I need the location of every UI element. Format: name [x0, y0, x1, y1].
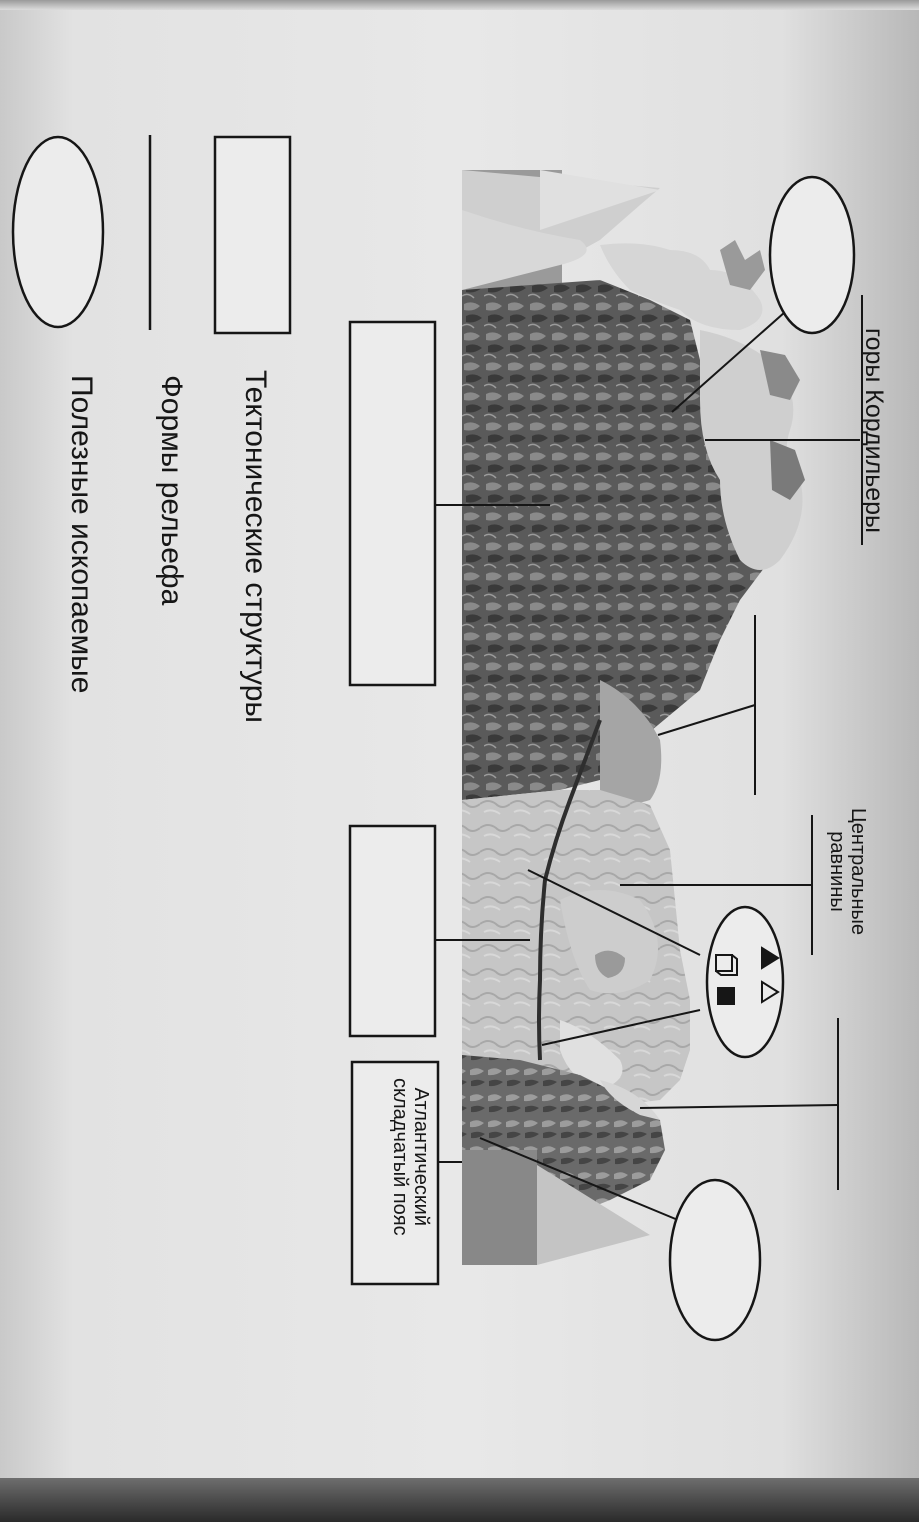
- legend-landforms-label: Формы рельефа: [155, 375, 188, 606]
- triangle-filled-icon: [761, 946, 780, 970]
- legend-tectonic-box: [213, 135, 292, 335]
- square-filled-icon: [717, 987, 735, 1005]
- atlantic-label-line1: Атлантический: [410, 1087, 432, 1227]
- cordillera-label: горы Кордильеры: [860, 328, 888, 534]
- mineral-symbols: [715, 946, 780, 1005]
- atlantic-label-line2: складчатый пояс: [389, 1078, 411, 1236]
- leader-lines: [435, 295, 863, 1226]
- cordillera-minerals-oval[interactable]: [768, 175, 856, 335]
- legend-minerals-oval: [11, 135, 105, 329]
- atlantic-label-box: [350, 1060, 440, 1286]
- atlantic-label: Атлантический складчатый пояс: [389, 1078, 432, 1236]
- river-line: [537, 719, 602, 1061]
- cube-outline-icon: [715, 954, 738, 976]
- cordillera-mountains: [462, 240, 805, 804]
- legend-minerals-label: Полезные ископаемые: [65, 375, 98, 694]
- central-plains-label-line2: равнины: [826, 831, 848, 912]
- cordillera-tectonic-box[interactable]: [348, 320, 437, 687]
- triangle-outline-icon: [761, 980, 780, 1004]
- central-plains-label: Центральные равнины: [826, 808, 869, 936]
- legend-tectonic-label: Тектонические структуры: [239, 370, 272, 723]
- western-slope: [462, 170, 660, 290]
- plains-tectonic-box[interactable]: [348, 824, 437, 1038]
- atlantic-minerals-oval[interactable]: [668, 1178, 762, 1342]
- central-plains: [462, 790, 690, 1105]
- book-spine-shadow: [0, 1478, 919, 1522]
- page-top-shadow: [0, 0, 919, 10]
- plains-minerals-oval[interactable]: [705, 905, 785, 1059]
- central-plains-label-line1: Центральные: [847, 808, 869, 936]
